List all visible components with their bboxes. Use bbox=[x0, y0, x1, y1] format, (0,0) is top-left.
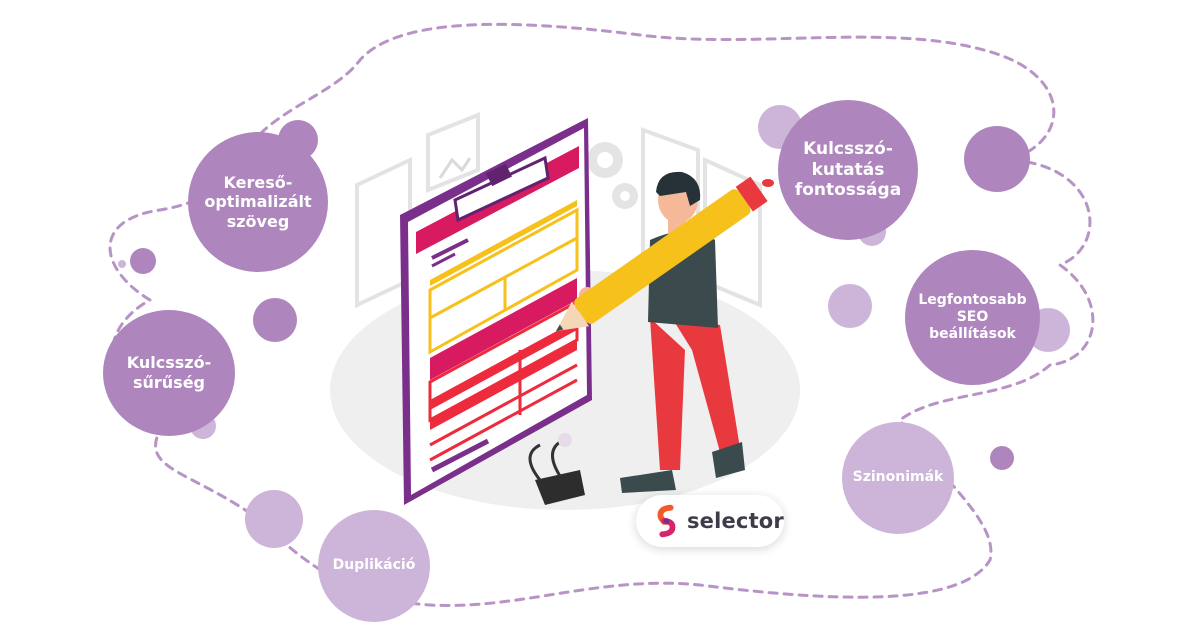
topic-bubble-legfontosabb-seo-beallitasok: Legfontosabb SEO beállítások bbox=[905, 250, 1040, 385]
decor-dot bbox=[828, 284, 872, 328]
brand-name: selector bbox=[686, 509, 784, 533]
decor-dot bbox=[253, 298, 297, 342]
person-with-pencil-icon bbox=[555, 171, 774, 493]
clipboard-document-icon bbox=[400, 118, 592, 505]
gears-icon bbox=[587, 142, 638, 209]
decor-dot bbox=[245, 490, 303, 548]
selector-logo-icon bbox=[657, 504, 676, 538]
selector-logo-card: selector bbox=[636, 495, 784, 547]
topic-bubble-kulcsszo-kutatas-fontossaga: Kulcsszó- kutatás fontossága bbox=[778, 100, 918, 240]
topic-bubble-kereso-optimalizalt-szoveg: Kereső- optimalizált szöveg bbox=[188, 132, 328, 272]
binder-clip-icon bbox=[528, 440, 585, 505]
decor-dot bbox=[990, 446, 1014, 470]
topic-bubble-szinonimak: Szinonimák bbox=[842, 422, 954, 534]
decor-dot bbox=[118, 260, 126, 268]
topic-bubble-kulcsszo-suruseg: Kulcsszó- sűrűség bbox=[103, 310, 235, 436]
decor-dot bbox=[130, 248, 156, 274]
decor-dot bbox=[964, 126, 1030, 192]
topic-bubble-duplikacio: Duplikáció bbox=[318, 510, 430, 622]
